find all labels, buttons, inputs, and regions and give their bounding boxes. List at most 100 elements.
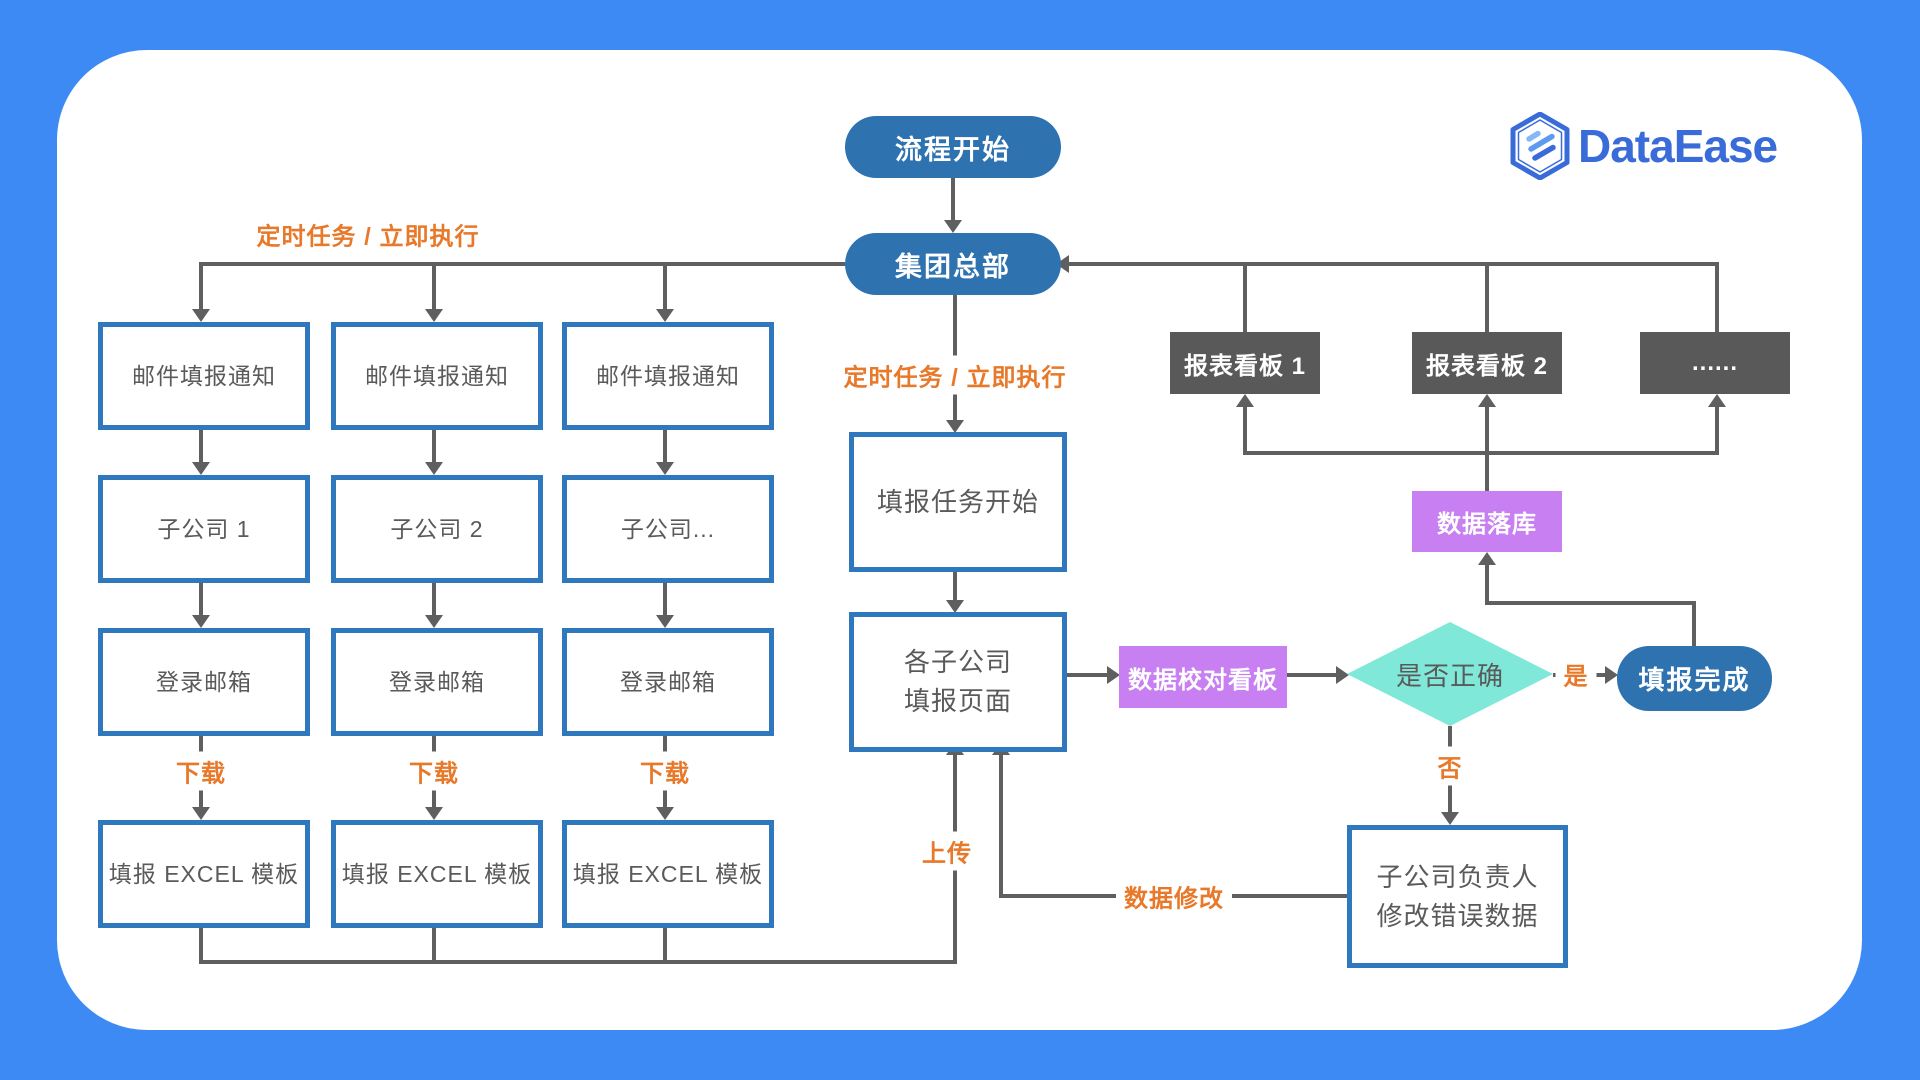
node-notice-2-label: 邮件填报通知: [365, 362, 509, 389]
arrowhead: [425, 309, 443, 322]
connector-a-b-col3: [663, 420, 667, 462]
node-fix-data: 子公司负责人 修改错误数据: [1347, 825, 1568, 968]
node-mailbox-3-label: 登录邮箱: [620, 668, 716, 695]
connector-complete-left: [1485, 601, 1696, 605]
node-fix-line1: 子公司负责人: [1376, 861, 1539, 892]
node-company-2-label: 子公司 2: [390, 515, 484, 542]
node-template-2: 填报 EXCEL 模板: [331, 820, 543, 928]
label-download-1: 下载: [168, 751, 234, 791]
connector-b-c-col2: [432, 573, 436, 615]
node-mailbox-2: 登录邮箱: [331, 628, 543, 736]
connector-dash1-in: [1243, 407, 1247, 451]
node-dashboard-1: 报表看板 1: [1170, 332, 1320, 394]
dataease-logo: DataEase: [1510, 111, 1778, 181]
node-complete-label: 填报完成: [1638, 665, 1751, 695]
arrowhead: [944, 220, 962, 233]
connector-dash3-in: [1715, 407, 1719, 451]
node-company-1-label: 子公司 1: [157, 515, 251, 542]
arrowhead: [946, 420, 964, 433]
node-fix-line2: 修改错误数据: [1376, 900, 1539, 931]
connector-check-decision: [1287, 673, 1336, 677]
arrowhead: [192, 462, 210, 475]
connector-a-b-col1: [199, 420, 203, 462]
arrowhead: [1441, 812, 1459, 825]
node-dashboard-more: ......: [1640, 332, 1790, 394]
node-company-2: 子公司 2: [331, 475, 543, 583]
connector-start-hq: [951, 178, 955, 220]
label-download-2: 下载: [401, 751, 467, 791]
node-dashboard-2-label: 报表看板 2: [1425, 352, 1548, 380]
node-mailbox-3: 登录邮箱: [562, 628, 774, 736]
arrowhead: [425, 462, 443, 475]
label-no: 否: [1429, 746, 1471, 786]
label-schedule-center: 定时任务 / 立即执行: [835, 355, 1075, 395]
connector-collector: [199, 960, 957, 964]
connector-task-page: [953, 562, 957, 600]
connector-drop-col2: [432, 264, 436, 309]
connector-stub-col3: [663, 918, 667, 964]
node-template-2-label: 填报 EXCEL 模板: [341, 860, 533, 887]
connector-dash2-up: [1485, 262, 1489, 332]
arrowhead: [1236, 394, 1254, 407]
connector-branch: [199, 262, 845, 266]
node-dashboard-more-label: ......: [1691, 349, 1738, 376]
node-company-1: 子公司 1: [98, 475, 310, 583]
node-fill-page-line1: 各子公司: [903, 647, 1012, 677]
arrowhead: [192, 309, 210, 322]
connector-dash1-up: [1243, 262, 1247, 332]
node-template-1-label: 填报 EXCEL 模板: [108, 860, 300, 887]
node-group-hq-label: 集团总部: [895, 251, 1011, 282]
connector-stub-col1: [199, 918, 203, 964]
connector-drop-col3: [663, 264, 667, 309]
arrowhead: [425, 807, 443, 820]
connector-return: [1069, 262, 1719, 266]
arrowhead: [656, 615, 674, 628]
connector-dash3-up: [1715, 262, 1719, 332]
connector-fix-up: [999, 754, 1003, 898]
node-data-store-label: 数据落库: [1437, 511, 1537, 538]
node-decision-label: 是否正确: [1395, 660, 1504, 691]
arrowhead: [656, 309, 674, 322]
node-notice-3-label: 邮件填报通知: [596, 362, 740, 389]
arrowhead: [656, 462, 674, 475]
node-dashboard-2: 报表看板 2: [1412, 332, 1562, 394]
connector-complete-up: [1692, 601, 1696, 646]
dataease-logo-text: DataEase: [1578, 120, 1778, 172]
arrowhead: [1336, 666, 1349, 684]
node-company-3-label: 子公司...: [620, 515, 716, 542]
connector-b-c-col3: [663, 573, 667, 615]
connector-b-c-col1: [199, 573, 203, 615]
node-notice-2: 邮件填报通知: [331, 322, 543, 430]
connector-page-check: [1057, 673, 1107, 677]
arrowhead: [192, 615, 210, 628]
label-fix: 数据修改: [1116, 876, 1232, 916]
node-template-3-label: 填报 EXCEL 模板: [572, 860, 764, 887]
node-dashboard-1-label: 报表看板 1: [1183, 352, 1306, 380]
connector-drop-col1: [199, 262, 203, 309]
node-mailbox-1-label: 登录邮箱: [156, 668, 252, 695]
arrowhead: [425, 615, 443, 628]
arrowhead: [1107, 666, 1120, 684]
node-mailbox-2-label: 登录邮箱: [389, 668, 485, 695]
node-notice-1-label: 邮件填报通知: [132, 362, 276, 389]
arrowhead: [1708, 394, 1726, 407]
node-notice-3: 邮件填报通知: [562, 322, 774, 430]
node-template-1: 填报 EXCEL 模板: [98, 820, 310, 928]
node-template-3: 填报 EXCEL 模板: [562, 820, 774, 928]
arrowhead: [192, 807, 210, 820]
node-fill-page: 各子公司 填报页面: [849, 612, 1067, 752]
connector-store-in: [1485, 564, 1489, 605]
arrowhead: [1605, 666, 1618, 684]
node-process-start-label: 流程开始: [895, 134, 1011, 165]
node-task-start-label: 填报任务开始: [876, 486, 1039, 517]
node-mailbox-1: 登录邮箱: [98, 628, 310, 736]
node-complete: 填报完成: [1617, 646, 1772, 711]
label-upload: 上传: [914, 831, 980, 871]
node-notice-1: 邮件填报通知: [98, 322, 310, 430]
node-fill-page-line2: 填报页面: [903, 686, 1012, 716]
arrowhead: [1478, 394, 1496, 407]
connector-a-b-col2: [432, 420, 436, 462]
label-yes: 是: [1555, 654, 1597, 694]
arrowhead: [656, 807, 674, 820]
